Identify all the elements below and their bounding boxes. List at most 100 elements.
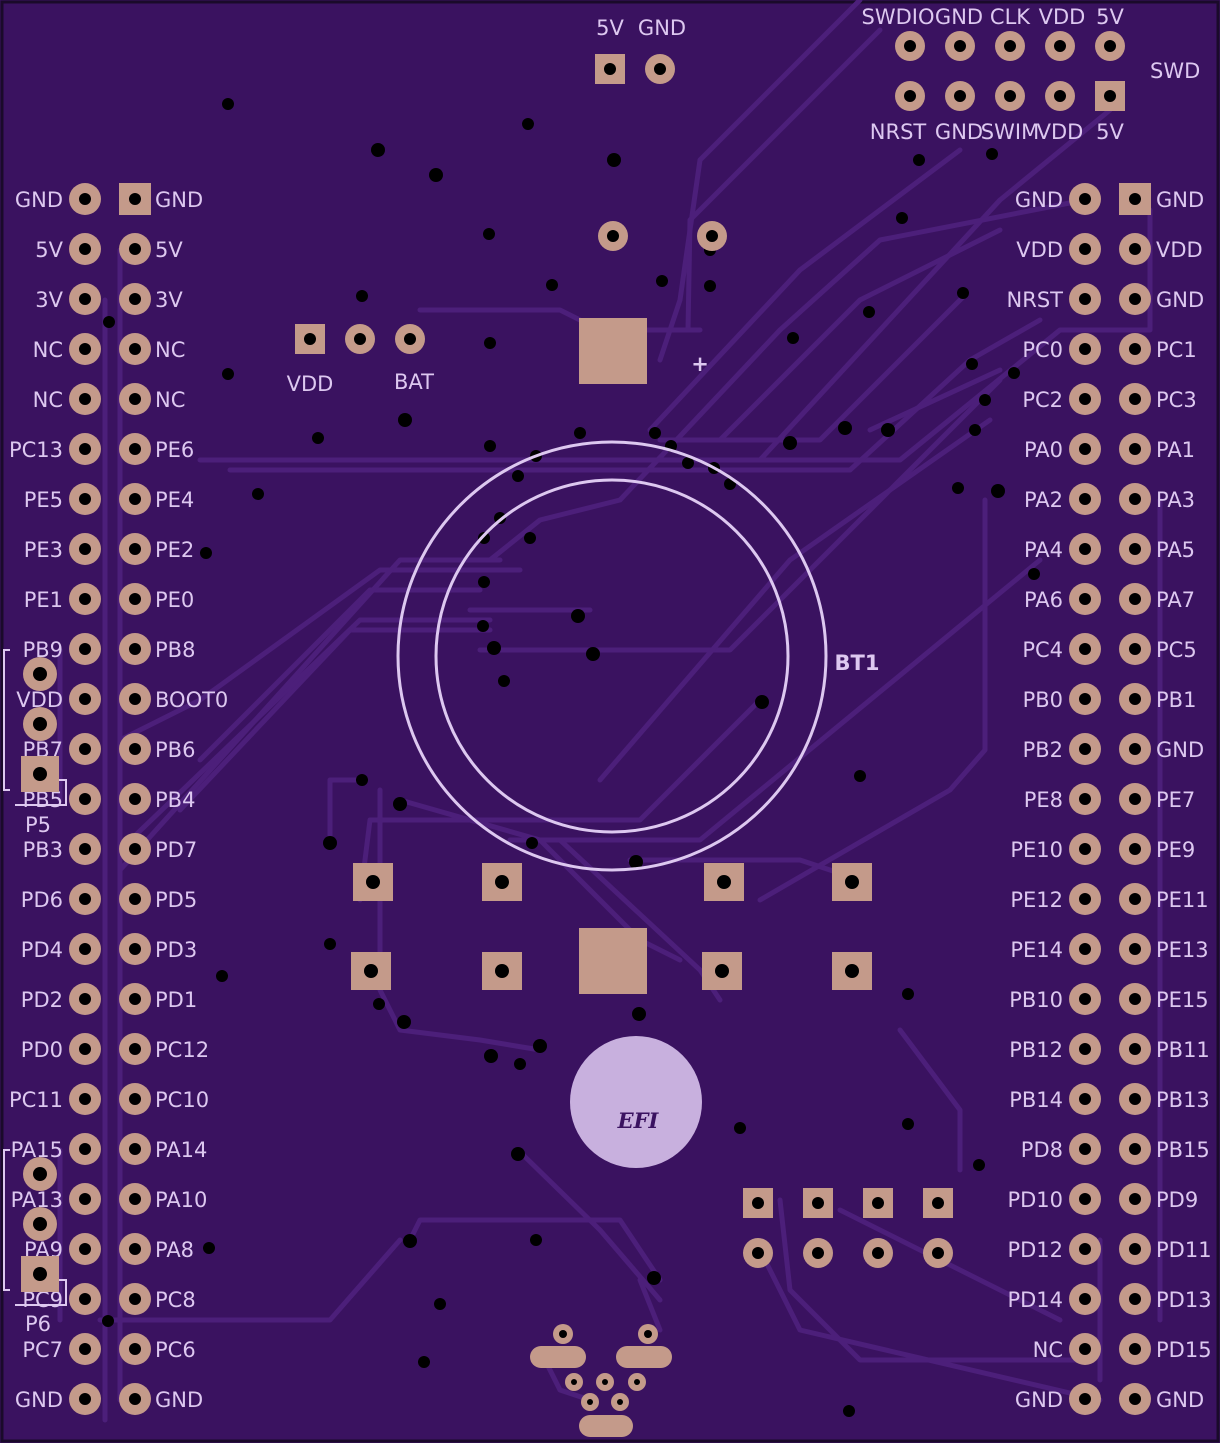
battery-pad-bottom: [579, 928, 647, 994]
pin-label: PD14: [1007, 1288, 1063, 1312]
pad-drill: [79, 1143, 91, 1155]
pad-drill: [129, 943, 141, 955]
pad-drill: [79, 193, 91, 205]
smd-pad-array: [351, 863, 872, 990]
pad-drill: [1079, 1293, 1091, 1305]
pin-label: GND: [1015, 188, 1063, 212]
pad-drill: [1129, 1093, 1141, 1105]
pin-label: PD3: [155, 938, 197, 962]
pad-drill: [1079, 743, 1091, 755]
pad-drill: [1129, 743, 1141, 755]
swd-bottom-label-4: VDD: [1037, 120, 1084, 144]
battery-ref: BT1: [835, 651, 880, 675]
pad-drill: [79, 1343, 91, 1355]
pad-drill: [79, 1243, 91, 1255]
pad-drill: [129, 543, 141, 555]
pin-label: PB12: [1009, 1038, 1063, 1062]
pin-label: PE13: [1156, 938, 1209, 962]
swd-label: SWD: [1150, 59, 1200, 83]
pad-drill: [1129, 643, 1141, 655]
pin-label: PC8: [155, 1288, 196, 1312]
pad-drill: [1079, 593, 1091, 605]
pad-drill: [79, 843, 91, 855]
pad-drill: [129, 1143, 141, 1155]
pad-drill: [79, 1043, 91, 1055]
battery-pad-top: [579, 318, 647, 384]
pin-label: NC: [33, 338, 63, 362]
power-label-5v: 5V: [596, 16, 624, 40]
pad-drill: [1129, 1193, 1141, 1205]
pad-drill: [1079, 893, 1091, 905]
battery-header-label-bat: BAT: [394, 370, 434, 394]
pin-label: PD9: [1156, 1188, 1198, 1212]
battery-polarity: +: [691, 352, 709, 376]
pin-label: PB11: [1156, 1038, 1210, 1062]
pad-drill: [1079, 1093, 1091, 1105]
pin-label: PD1: [155, 988, 197, 1012]
pin-label: NC: [155, 388, 185, 412]
pin-label: PE11: [1156, 888, 1209, 912]
pin-label: PD7: [155, 838, 197, 862]
pad-drill: [1129, 993, 1141, 1005]
pin-label: PC4: [1022, 638, 1063, 662]
battery-header-label-vdd: VDD: [287, 372, 334, 396]
pad-drill: [129, 993, 141, 1005]
pad-drill: [129, 443, 141, 455]
pad-drill: [79, 593, 91, 605]
swd-pads: [895, 31, 1125, 111]
pin-label: PB1: [1156, 688, 1196, 712]
swd-top-label-4: VDD: [1039, 5, 1086, 29]
pin-label: GND: [155, 188, 203, 212]
pin-label: 5V: [155, 238, 183, 262]
pad-drill: [1129, 293, 1141, 305]
swd-top-label-3: CLK: [990, 5, 1031, 29]
pin-label: PB4: [155, 788, 195, 812]
pad-drill: [1079, 843, 1091, 855]
through-hole-pads: [598, 221, 727, 251]
pad-drill: [1129, 193, 1141, 205]
pad-drill: [79, 643, 91, 655]
pad-drill: [79, 493, 91, 505]
pad-drill: [1129, 793, 1141, 805]
pad-drill: [1079, 1243, 1091, 1255]
pin-label: PB10: [1009, 988, 1063, 1012]
pin-label: VDD: [1016, 238, 1063, 262]
swd-bottom-label-2: GND: [935, 120, 983, 144]
pad-drill: [129, 593, 141, 605]
pad-drill: [1079, 643, 1091, 655]
power-label-gnd: GND: [638, 16, 686, 40]
pin-label: PE6: [155, 438, 194, 462]
pin-label: PE10: [1010, 838, 1063, 862]
pin-label: PC1: [1156, 338, 1197, 362]
pin-label: PE2: [155, 538, 194, 562]
pin-label: PB15: [1156, 1138, 1210, 1162]
pad-drill: [129, 793, 141, 805]
pad-drill: [1129, 243, 1141, 255]
pin-label: GND: [1156, 738, 1204, 762]
usb-connector: [530, 1324, 672, 1437]
pad-drill: [1079, 1143, 1091, 1155]
pin-label: PE5: [24, 488, 63, 512]
pin-label: PD6: [21, 888, 63, 912]
pad-drill: [1129, 493, 1141, 505]
pad-drill: [79, 993, 91, 1005]
pad-drill: [1129, 1343, 1141, 1355]
pad-drill: [1079, 343, 1091, 355]
pin-label: PD11: [1156, 1238, 1212, 1262]
pin-label: PC0: [1022, 338, 1063, 362]
pin-label: PC6: [155, 1338, 196, 1362]
pin-label: PD0: [21, 1038, 63, 1062]
pad-drill: [1079, 693, 1091, 705]
pin-label: PA4: [1024, 538, 1063, 562]
pin-label: PA5: [1156, 538, 1195, 562]
pin-label: PA10: [155, 1188, 207, 1212]
pin-label: GND: [1015, 1388, 1063, 1412]
pad-drill: [129, 743, 141, 755]
pad-drill: [79, 743, 91, 755]
pin-label: PD8: [1021, 1138, 1063, 1162]
pad-drill: [129, 493, 141, 505]
